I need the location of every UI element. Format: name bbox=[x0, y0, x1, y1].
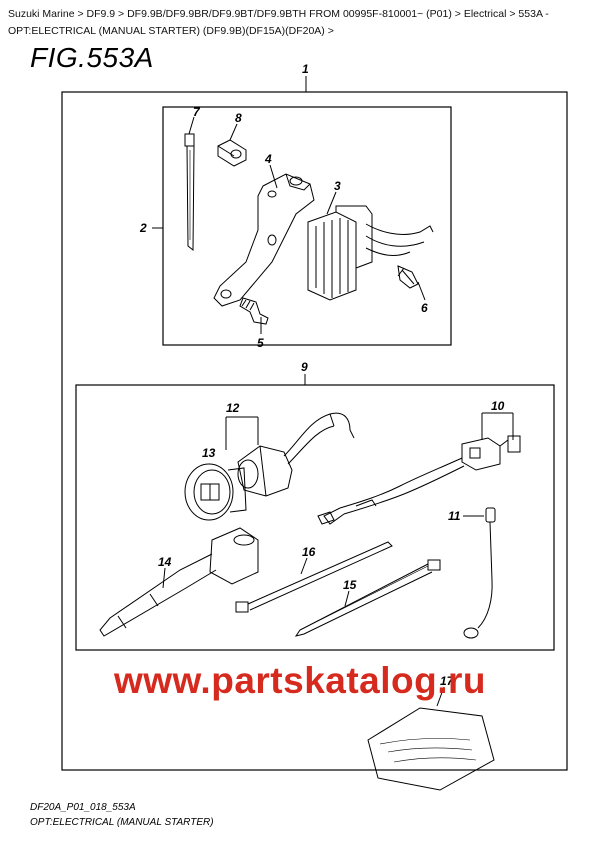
callout-13: 13 bbox=[202, 446, 216, 460]
bracket-4 bbox=[213, 173, 315, 307]
assembly-frame bbox=[61, 91, 568, 771]
kit-box-upper bbox=[162, 106, 452, 346]
watermark: www.partskatalog.ru bbox=[113, 660, 487, 701]
callout-17: 17 bbox=[440, 674, 455, 688]
breadcrumb: Suzuki Marine > DF9.9 > DF9.9B/DF9.9BR/D… bbox=[8, 6, 593, 40]
breadcrumb-separator: > bbox=[77, 8, 84, 20]
cable-tie-15 bbox=[294, 559, 441, 637]
clamp-8 bbox=[217, 139, 247, 167]
breadcrumb-link-electrical[interactable]: Electrical bbox=[463, 8, 507, 20]
breadcrumb-link-suzuki-marine[interactable]: Suzuki Marine bbox=[8, 8, 75, 20]
figure-title: FIG.553A bbox=[30, 42, 154, 73]
breadcrumb-link-variant[interactable]: DF9.9B/DF9.9BR/DF9.9BT/DF9.9BTH FROM 009… bbox=[127, 8, 452, 20]
callout-11: 11 bbox=[448, 509, 461, 523]
callout-7: 7 bbox=[193, 105, 201, 119]
breadcrumb-separator: > bbox=[509, 8, 516, 20]
cable-tie-7 bbox=[184, 133, 195, 252]
bolt-6 bbox=[397, 265, 419, 289]
callout-5: 5 bbox=[257, 336, 264, 350]
callout-9: 9 bbox=[301, 360, 308, 374]
callout-6: 6 bbox=[421, 301, 428, 315]
breadcrumb-link-model[interactable]: DF9.9 bbox=[86, 8, 116, 20]
callout-1: 1 bbox=[302, 62, 309, 76]
coupler-13 bbox=[184, 463, 247, 521]
callout-14: 14 bbox=[158, 555, 172, 569]
breadcrumb-current: 553A - OPT:ELECTRICAL (MANUAL STARTER) (… bbox=[8, 8, 549, 37]
bolt-5 bbox=[239, 297, 269, 325]
footer-caption: OPT:ELECTRICAL (MANUAL STARTER) bbox=[30, 817, 214, 828]
ground-lead-11 bbox=[463, 507, 496, 639]
connector-10 bbox=[317, 435, 521, 525]
harness-14 bbox=[99, 527, 259, 637]
callout-2: 2 bbox=[139, 221, 147, 235]
breadcrumb-separator: > bbox=[454, 8, 461, 20]
callout-8: 8 bbox=[235, 111, 242, 125]
parts-bag-17 bbox=[367, 707, 495, 791]
footer-code: DF20A_P01_018_553A bbox=[30, 802, 136, 813]
rectifier-3 bbox=[307, 205, 434, 301]
callout-4: 4 bbox=[264, 152, 272, 166]
callout-15: 15 bbox=[343, 578, 357, 592]
callout-12: 12 bbox=[226, 401, 240, 415]
kit-box-lower bbox=[75, 384, 555, 651]
cable-tie-16 bbox=[235, 541, 393, 613]
callout-10: 10 bbox=[491, 399, 505, 413]
breadcrumb-separator: > bbox=[327, 25, 334, 37]
connector-12 bbox=[237, 412, 355, 497]
callout-16: 16 bbox=[302, 545, 316, 559]
breadcrumb-separator: > bbox=[118, 8, 125, 20]
callout-3: 3 bbox=[334, 179, 341, 193]
